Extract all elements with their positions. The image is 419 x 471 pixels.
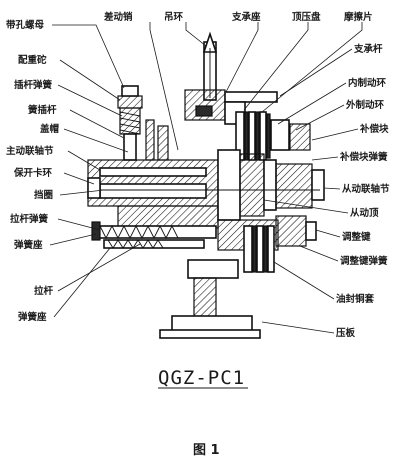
figure-caption: 图 1 — [193, 443, 220, 458]
label-snap-ring: 保开卡环 — [13, 167, 53, 179]
label-inner-friction-ring: 内制动环 — [348, 77, 387, 89]
label-adjusting-key: 调整键 — [342, 231, 371, 243]
mechanism-drawing — [87, 31, 325, 339]
label-support-rod: 支承杆 — [353, 43, 383, 55]
plunger-assembly-shape — [117, 85, 169, 161]
label-friction-plate: 摩擦片 — [344, 11, 373, 23]
top-labels: 差动销 吊环 支承座 顶压盘 摩擦片 — [104, 11, 373, 151]
label-differential-pin: 差动销 — [104, 11, 133, 23]
label-bearing-seat: 支承座 — [231, 11, 261, 23]
label-nut: 带孔螺母 — [6, 19, 45, 31]
left-labels: 带孔螺母 配重砣 插杆弹簧 簧插杆 盖帽 主动联轴节 保开卡环 挡圈 拉杆弹簧 … — [6, 19, 141, 323]
label-driven-top: 从动顶 — [350, 208, 379, 219]
label-hanging-ring: 吊环 — [164, 12, 184, 23]
model-name: QGZ-PC1 — [158, 367, 245, 389]
friction-plate-stack-upper — [235, 111, 311, 161]
label-stop-block: 挡圈 — [34, 189, 53, 201]
label-driven-joint: 从动联轴节 — [342, 183, 390, 195]
label-weight: 配重砣 — [18, 54, 47, 66]
label-pull-rod-spring: 拉杆弹簧 — [10, 213, 49, 225]
label-oil-seal-sleeve: 油封铜套 — [336, 293, 375, 305]
hanging-ring-shape — [202, 31, 218, 101]
label-top-pressure-plate: 顶压盘 — [292, 11, 321, 23]
label-cap: 盖帽 — [40, 123, 60, 135]
label-spring-plunger: 簧插杆 — [28, 104, 57, 116]
bottom-stand-shape — [159, 259, 261, 339]
label-compensation-block-spring: 补偿块弹簧 — [339, 151, 388, 163]
label-spring-seat-lower: 弹簧座 — [18, 311, 47, 323]
label-plunger-spring: 插杆弹簧 — [14, 79, 53, 91]
label-driving-joint: 主动联轴节 — [6, 145, 54, 157]
main-body-shape — [87, 149, 325, 221]
label-spring-seat-upper: 弹簧座 — [14, 239, 43, 251]
label-pull-rod: 拉杆 — [34, 285, 54, 297]
lower-body-shape — [91, 205, 317, 273]
label-adjusting-key-spring: 调整键弹簧 — [340, 255, 388, 267]
label-outer-friction-ring: 外制动环 — [345, 99, 385, 111]
label-pressure-plate: 压板 — [336, 327, 356, 339]
label-compensation-block: 补偿块 — [359, 123, 389, 135]
right-labels: 支承杆 内制动环 外制动环 补偿块 补偿块弹簧 从动联轴节 从动顶 调整键 调整… — [261, 43, 390, 339]
